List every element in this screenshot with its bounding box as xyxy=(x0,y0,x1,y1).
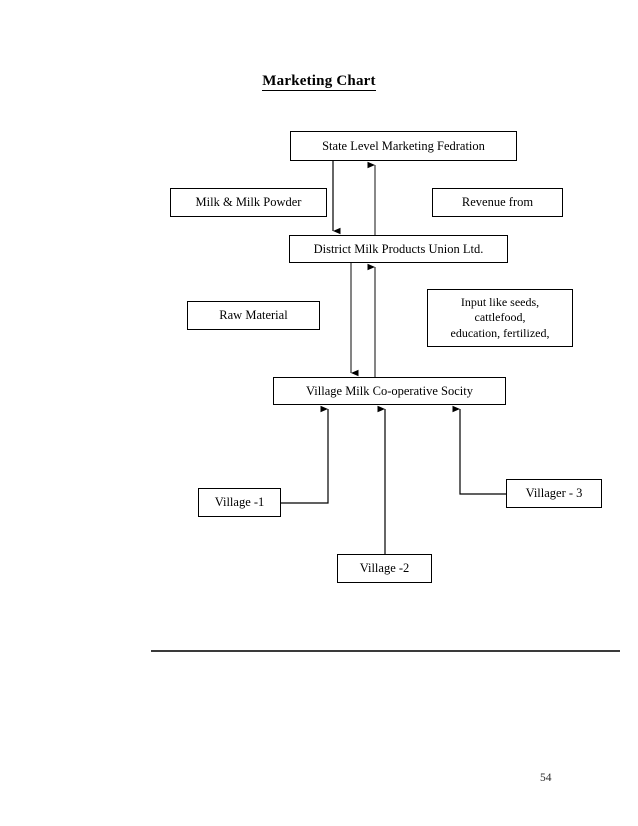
edge-village1-to-villagecoop xyxy=(281,405,329,504)
page-title-text: Marketing Chart xyxy=(262,73,376,91)
node-raw-material[interactable]: Raw Material xyxy=(187,301,320,330)
node-state-level-marketing-fedration[interactable]: State Level Marketing Fedration xyxy=(290,131,517,161)
node-village-1[interactable]: Village -1 xyxy=(198,488,281,517)
footer-divider xyxy=(151,650,620,652)
node-milk-and-milk-powder[interactable]: Milk & Milk Powder xyxy=(170,188,327,217)
node-village-milk-cooperative-socity[interactable]: Village Milk Co-operative Socity xyxy=(273,377,506,405)
node-district-milk-products-union-ltd[interactable]: District Milk Products Union Ltd. xyxy=(289,235,508,263)
node-villager-3[interactable]: Villager - 3 xyxy=(506,479,602,508)
edge-villager3-to-villagecoop xyxy=(452,405,506,495)
node-village-2[interactable]: Village -2 xyxy=(337,554,432,583)
page-title: Marketing Chart xyxy=(0,73,638,91)
node-revenue-from[interactable]: Revenue from xyxy=(432,188,563,217)
node-input-like-seeds[interactable]: Input like seeds, cattlefood, education,… xyxy=(427,289,573,347)
page-number: 54 xyxy=(540,772,552,784)
